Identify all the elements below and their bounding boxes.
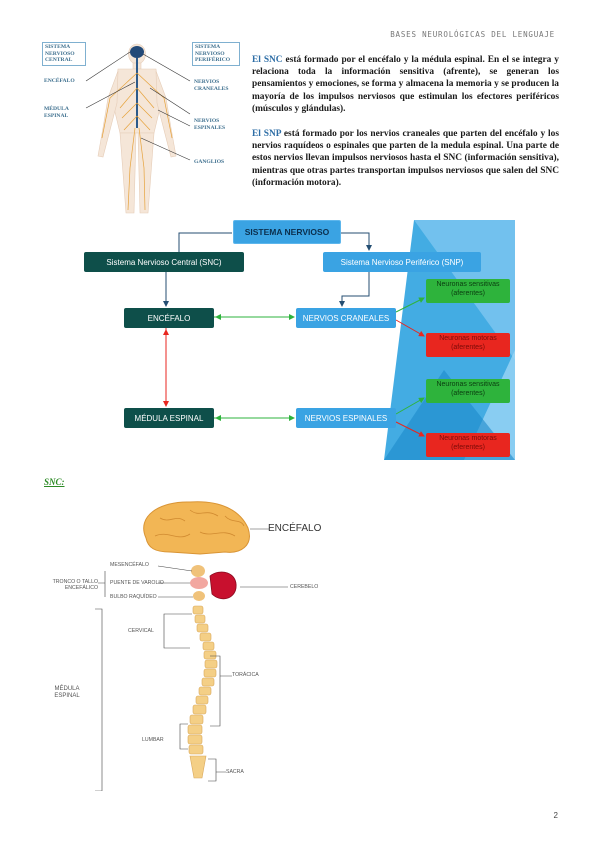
section-title-snc: SNC: <box>44 477 65 487</box>
label-bulbo: BULBO RAQUÍDEO <box>110 594 157 600</box>
node-sistema-nervioso: SISTEMA NERVIOSO <box>233 220 341 244</box>
running-header: BASES NEUROLÓGICAS DEL LENGUAJE <box>390 30 555 39</box>
label-puente: PUENTE DE VAROLIO <box>110 580 164 586</box>
label-snc: SISTEMA NERVIOSO CENTRAL <box>42 42 86 66</box>
label-mesencefalo: MESENCÉFALO <box>110 562 149 568</box>
nervous-system-flowchart: SISTEMA NERVIOSO Sistema Nervioso Centra… <box>84 220 515 460</box>
label-sacra: SACRA <box>226 769 244 775</box>
node-neuronas-sensitivas-1: Neuronas sensitivas (aferentes) <box>426 279 510 303</box>
snc-anatomy-illustration <box>95 501 288 792</box>
node-neuronas-motoras-2: Neuronas motoras (eferentes) <box>426 433 510 457</box>
node-nervios-espinales: NERVIOS ESPINALES <box>296 408 396 428</box>
label-tronco: TRONCO O TALLO ENCEFÁLICO <box>52 579 98 591</box>
snc-text: está formado por el encéfalo y la médula… <box>252 55 559 114</box>
node-nervios-craneales: NERVIOS CRANEALES <box>296 308 396 328</box>
node-neuronas-sensitivas-2: Neuronas sensitivas (aferentes) <box>426 379 510 403</box>
label-cervical: CERVICAL <box>128 628 154 634</box>
label-ganglios: GANGLIOS <box>194 159 225 165</box>
label-lumbar: LUMBAR <box>142 737 164 743</box>
label-snp: SISTEMA NERVIOSO PERIFÉRICO <box>192 42 240 66</box>
node-neuronas-motoras-1: Neuronas motoras (aferentes) <box>426 333 510 357</box>
label-encefalo: ENCÉFALO <box>44 78 75 84</box>
label-craneales: NERVIOS CRANEALES <box>194 79 229 92</box>
node-medula: MÉDULA ESPINAL <box>124 408 214 428</box>
nervous-system-figure: SISTEMA NERVIOSO CENTRAL SISTEMA NERVIOS… <box>40 38 245 216</box>
snc-term: El SNC <box>252 55 283 65</box>
snp-term: El SNP <box>252 129 281 139</box>
page-number: 2 <box>553 811 558 820</box>
label-toracica: TORÁCICA <box>232 672 259 678</box>
snc-anatomy-figure: ENCÉFALO TRONCO O TALLO ENCEFÁLICO MESEN… <box>40 496 330 792</box>
paragraph-snc: El SNC está formado por el encéfalo y la… <box>252 54 559 115</box>
paragraph-snp: El SNP está formado por los nervios cran… <box>252 128 559 189</box>
label-fig2-medula: MÉDULA ESPINAL <box>54 686 80 699</box>
node-snp: Sistema Nervioso Periférico (SNP) <box>323 252 481 272</box>
label-espinales: NERVIOS ESPINALES <box>194 118 226 131</box>
node-encefalo: ENCÉFALO <box>124 308 214 328</box>
node-snc: Sistema Nervioso Central (SNC) <box>84 252 244 272</box>
body-illustration <box>85 43 191 214</box>
label-cerebelo: CEREBELO <box>290 584 319 590</box>
label-medula: MÉDULA ESPINAL <box>44 106 69 119</box>
label-fig2-encefalo: ENCÉFALO <box>268 523 322 534</box>
snp-text: está formado por los nervios craneales q… <box>252 129 559 188</box>
